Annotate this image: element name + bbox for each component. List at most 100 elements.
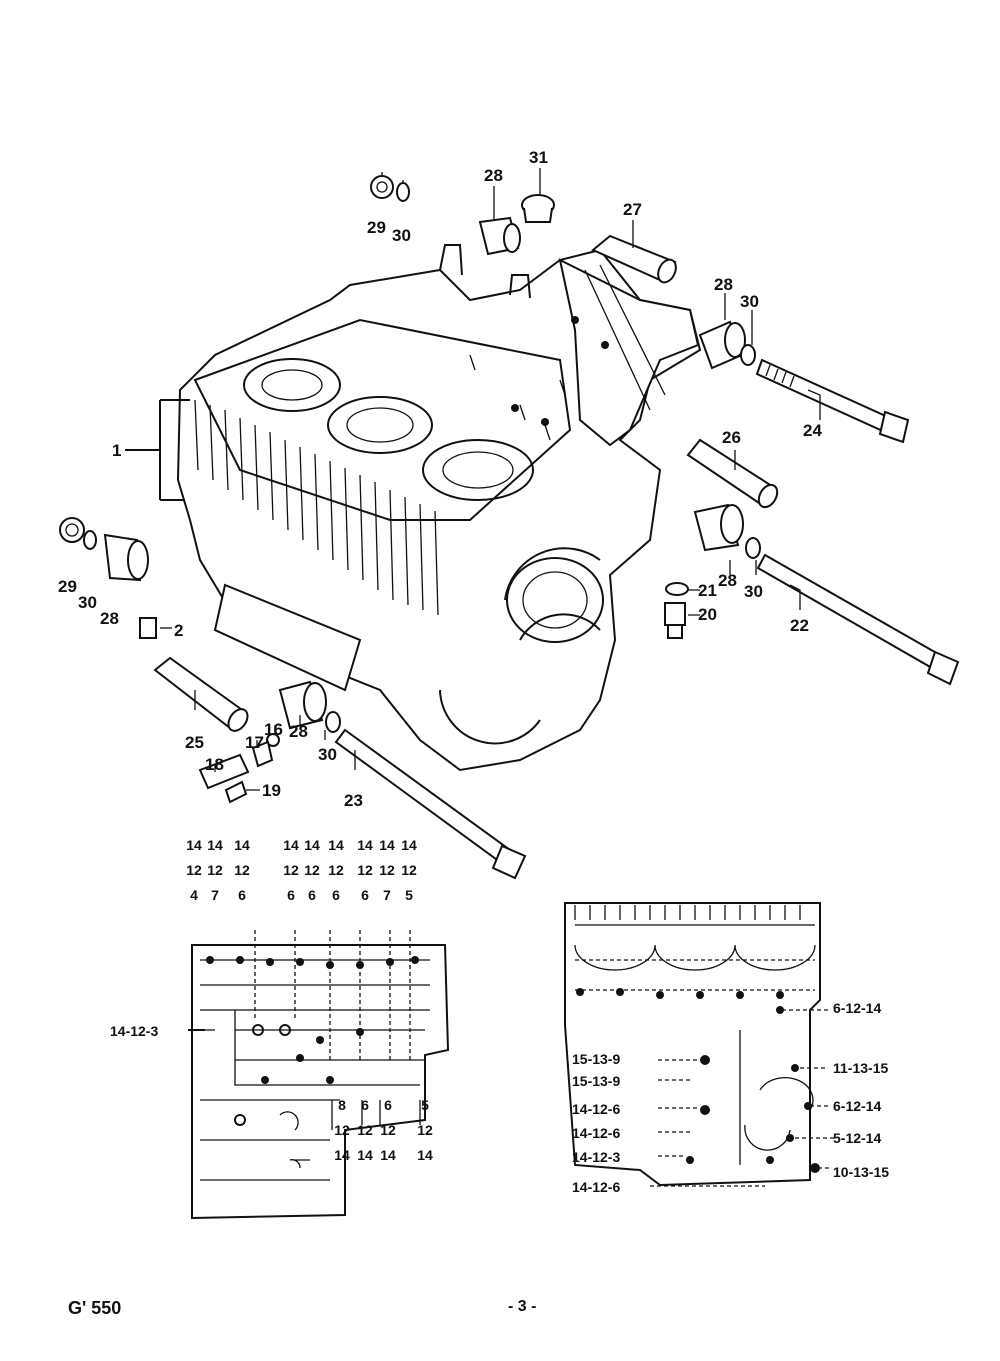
- right-detail-left-callouts: 15-13-915-13-914-12-614-12-614-12-314-12…: [572, 1051, 620, 1195]
- part-26-dowel: [686, 438, 779, 509]
- left-top-callout-6-0: 14: [357, 837, 373, 853]
- left-bottom-callout-0-0: 8: [338, 1097, 346, 1113]
- left-top-callout-6-1: 12: [357, 862, 373, 878]
- part-28-top-bushing: [478, 216, 521, 256]
- part-16-19-switch: [198, 733, 280, 804]
- callout-23: 23: [344, 791, 363, 810]
- part-28-right-lower: [693, 503, 744, 552]
- left-bottom-callout-3-2: 14: [417, 1147, 433, 1163]
- left-top-callout-0-2: 4: [190, 887, 198, 903]
- part-20-bolt: [664, 602, 686, 639]
- callout-16: 16: [264, 720, 283, 739]
- left-top-callout-2-2: 6: [238, 887, 246, 903]
- left-top-callout-3-2: 6: [287, 887, 295, 903]
- crankcase-body: [176, 244, 702, 772]
- left-bottom-callout-2-2: 14: [380, 1147, 396, 1163]
- part-29-30-top: [370, 175, 410, 202]
- right-left-callout-3: 14-12-6: [572, 1125, 620, 1141]
- left-top-callout-1-1: 12: [207, 862, 223, 878]
- callout-18: 18: [205, 755, 224, 774]
- callout-28-left: 28: [100, 609, 119, 628]
- left-top-callout-8-1: 12: [401, 862, 417, 878]
- part-23-bolt: [334, 728, 527, 880]
- part-28-right-upper: [698, 320, 746, 370]
- callout-29-left: 29: [58, 577, 77, 596]
- left-top-callout-5-0: 14: [328, 837, 344, 853]
- part-30-washer-lower: [745, 537, 761, 559]
- left-top-callout-4-0: 14: [304, 837, 320, 853]
- callout-28-top: 28: [484, 166, 503, 185]
- left-top-callout-0-0: 14: [186, 837, 202, 853]
- left-top-callout-6-2: 6: [361, 887, 369, 903]
- left-top-callout-0-1: 12: [186, 862, 202, 878]
- part-31-plug: [521, 194, 555, 223]
- left-bottom-callout-2-0: 6: [384, 1097, 392, 1113]
- part-27-dowel: [591, 234, 677, 284]
- left-bottom-callout-3-1: 12: [417, 1122, 433, 1138]
- part-30-washer-upper: [740, 344, 756, 366]
- callout-31: 31: [529, 148, 548, 167]
- part-21-gasket: [665, 582, 689, 596]
- right-right-callout-1: 11-13-15: [833, 1060, 888, 1076]
- left-top-callout-7-1: 12: [379, 862, 395, 878]
- left-top-callout-2-0: 14: [234, 837, 250, 853]
- part-25-dowel: [153, 656, 249, 732]
- callout-24: 24: [803, 421, 822, 440]
- left-top-callout-3-0: 14: [283, 837, 299, 853]
- left-top-callout-5-2: 6: [332, 887, 340, 903]
- left-top-callout-8-0: 14: [401, 837, 417, 853]
- callout-19: 19: [262, 781, 281, 800]
- part-24-bolt: [755, 358, 910, 444]
- right-detail-diagram: 15-13-915-13-914-12-614-12-614-12-314-12…: [564, 902, 889, 1195]
- right-left-callout-1: 15-13-9: [572, 1073, 620, 1089]
- right-left-callout-4: 14-12-3: [572, 1149, 620, 1165]
- callout-21: 21: [698, 581, 717, 600]
- right-left-callout-2: 14-12-6: [572, 1101, 620, 1117]
- left-bottom-callout-1-2: 14: [357, 1147, 373, 1163]
- callout-17: 17: [245, 733, 264, 752]
- callout-28-bottom: 28: [289, 722, 308, 741]
- left-top-callout-4-2: 6: [308, 887, 316, 903]
- left-top-callout-5-1: 12: [328, 862, 344, 878]
- callout-20: 20: [698, 605, 717, 624]
- callout-27: 27: [623, 200, 642, 219]
- page-number: - 3 -: [508, 1298, 537, 1315]
- callout-29-top: 29: [367, 218, 386, 237]
- left-top-callout-8-2: 5: [405, 887, 413, 903]
- left-top-callout-1-2: 7: [211, 887, 219, 903]
- left-detail-top-callouts: 14 12 4 14 12 7 14 12 6 14 12 6 14 12 6 14 12 6 14 12 6 14 12 7…: [186, 837, 417, 903]
- left-bottom-callout-0-1: 12: [334, 1122, 350, 1138]
- right-right-callout-0: 6-12-14: [833, 1000, 881, 1016]
- leader-lines: [125, 168, 821, 791]
- left-top-callout-1-0: 14: [207, 837, 223, 853]
- left-top-callout-7-0: 14: [379, 837, 395, 853]
- part-29-30-28-left: [59, 517, 149, 582]
- right-left-callout-0: 15-13-9: [572, 1051, 620, 1067]
- callout-22: 22: [790, 616, 809, 635]
- callout-30-left: 30: [78, 593, 97, 612]
- left-top-callout-2-1: 12: [234, 862, 250, 878]
- callout-26: 26: [722, 428, 741, 447]
- right-right-callout-4: 10-13-15: [833, 1164, 889, 1180]
- left-detail-side-label: 14-12-3: [110, 1023, 158, 1039]
- callout-28-right-lower: 28: [718, 571, 737, 590]
- callout-30-bottom: 30: [318, 745, 337, 764]
- left-top-callout-4-1: 12: [304, 862, 320, 878]
- part-28-bottom: [278, 680, 327, 730]
- callout-30-right-upper: 30: [740, 292, 759, 311]
- left-bottom-callout-0-2: 14: [334, 1147, 350, 1163]
- left-bottom-callout-3-0: 5: [421, 1097, 429, 1113]
- callout-1: 1: [112, 441, 121, 460]
- left-top-callout-7-2: 7: [383, 887, 391, 903]
- right-right-callout-2: 6-12-14: [833, 1098, 881, 1114]
- callout-2: 2: [174, 621, 183, 640]
- left-bottom-callout-1-1: 12: [357, 1122, 373, 1138]
- callout-28-right-upper: 28: [714, 275, 733, 294]
- left-detail-diagram: 14-12-3 14124141271412614126141261412614…: [110, 837, 450, 1220]
- right-right-callout-3: 5-12-14: [833, 1130, 881, 1146]
- part-22-bolt: [756, 553, 960, 686]
- callout-labels: 1 2 16 17 18 19 20 21 22 23 24 25 26 27 …: [58, 148, 822, 810]
- right-detail-right-callouts: 6-12-14 11-13-15 6-12-14 5-12-14 10-13-15: [833, 1000, 889, 1180]
- left-top-callout-3-1: 12: [283, 862, 299, 878]
